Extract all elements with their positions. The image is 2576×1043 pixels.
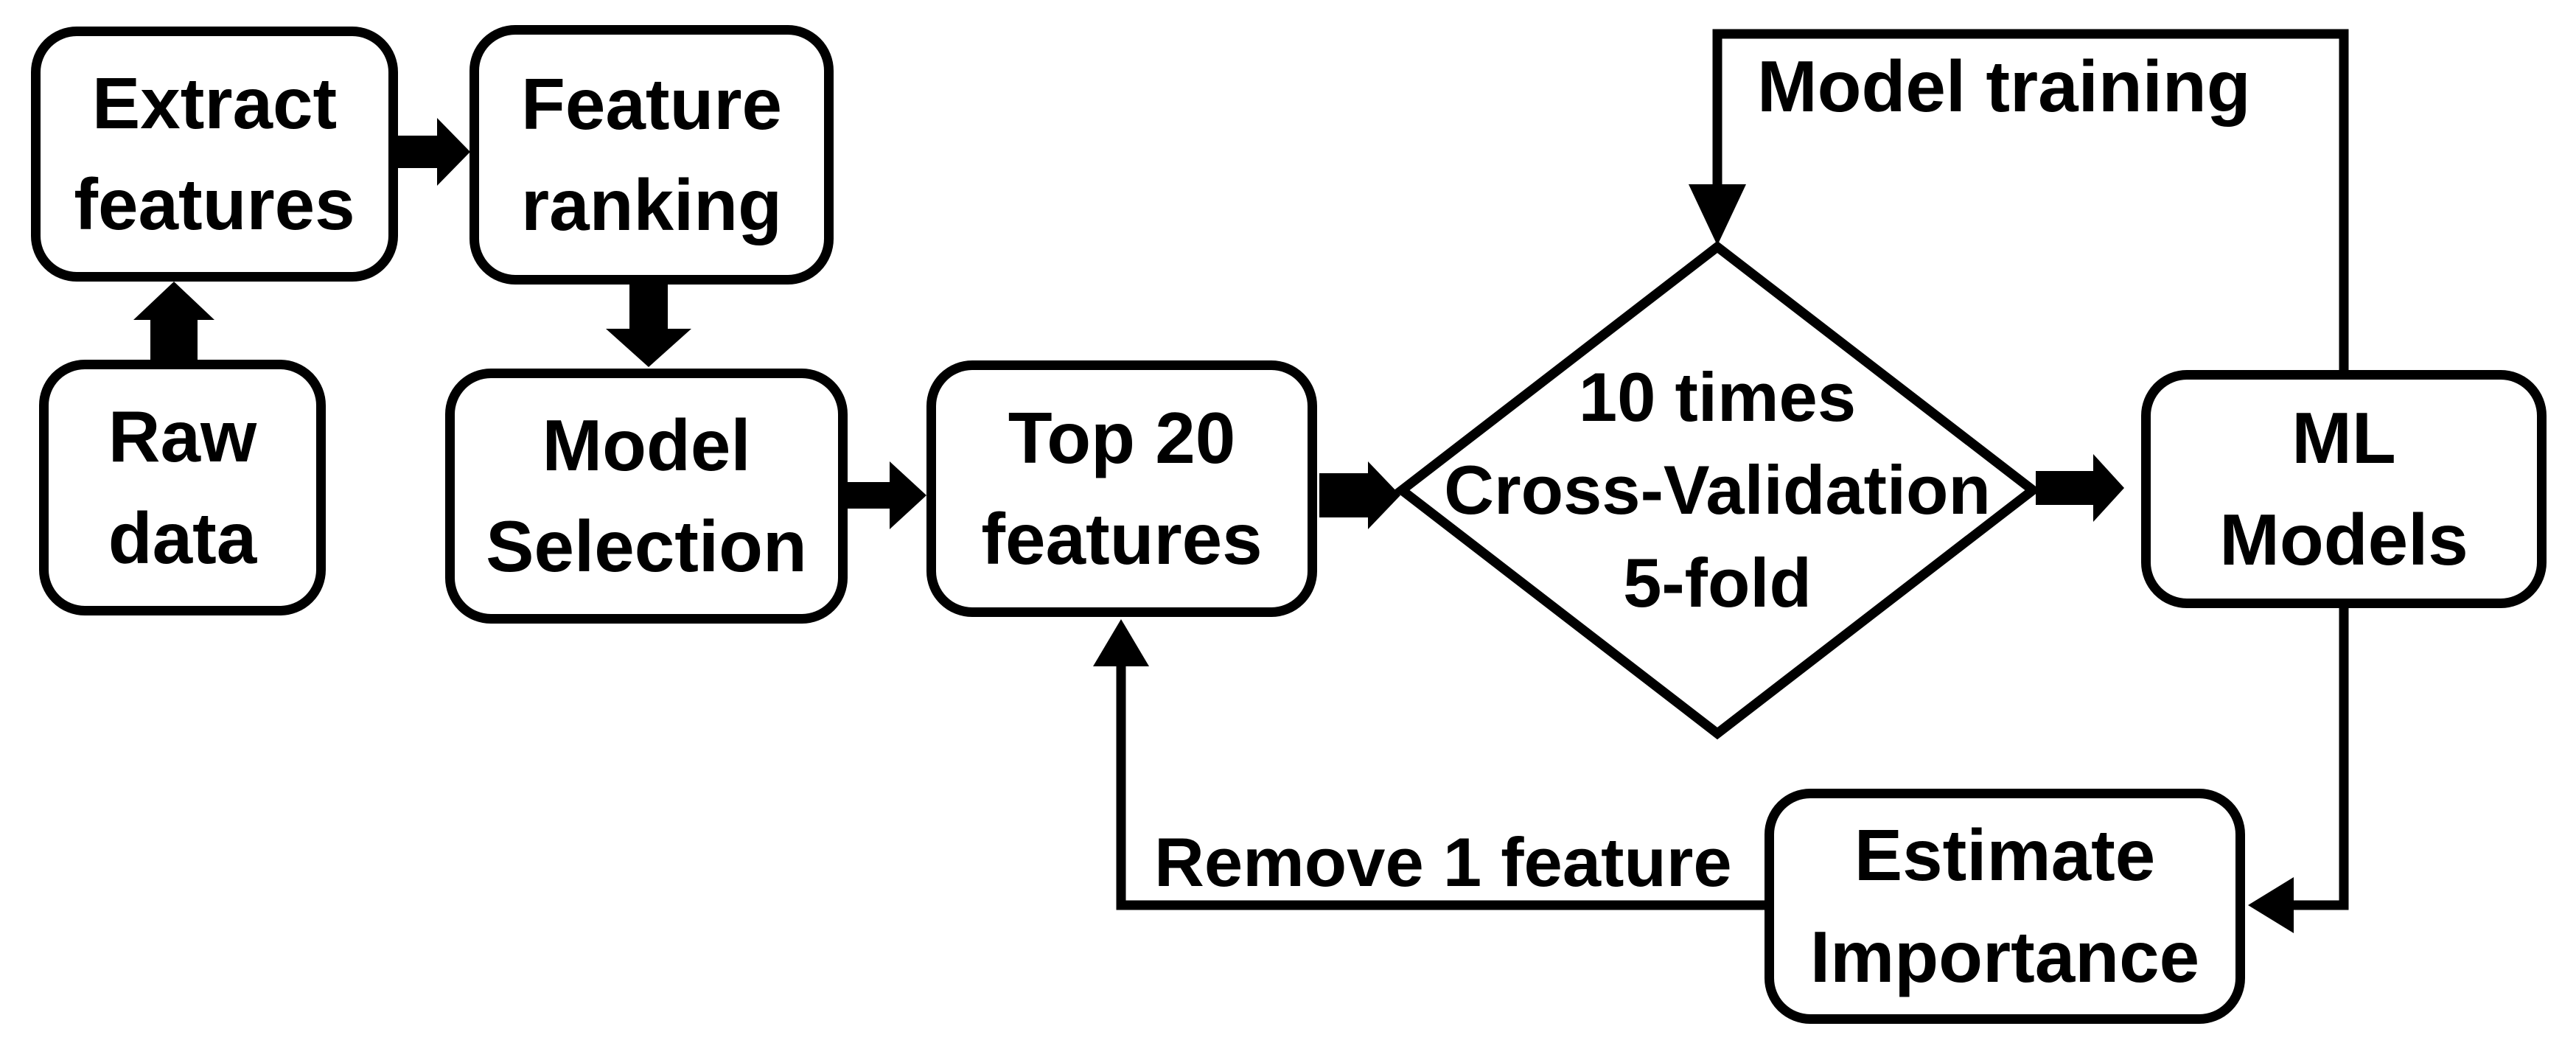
node-label-line: ranking bbox=[521, 164, 782, 245]
arrowhead-down-into-diamond-icon bbox=[1689, 184, 1746, 245]
node-ml-models: ML Models bbox=[2141, 370, 2547, 608]
node-label-line: Top 20 bbox=[1008, 397, 1236, 478]
block-arrow-ranking-to-selection-icon bbox=[606, 285, 691, 367]
node-cross-validation-label: 10 times Cross-Validation 5-fold bbox=[1402, 247, 2033, 733]
node-label-line: 10 times bbox=[1578, 358, 1857, 436]
node-model-selection: Model Selection bbox=[445, 369, 848, 624]
node-feature-ranking: Feature ranking bbox=[470, 25, 834, 285]
node-extract-features: Extract features bbox=[31, 27, 398, 282]
node-label-line: 5-fold bbox=[1623, 544, 1812, 621]
node-raw-data: Raw data bbox=[39, 360, 326, 615]
node-label-line: data bbox=[108, 497, 257, 579]
node-label-line: Feature bbox=[520, 63, 782, 144]
block-arrow-extract-to-ranking-icon bbox=[398, 118, 470, 186]
block-arrow-top20-to-diamond-icon bbox=[1319, 461, 1400, 529]
decision-diamond-shape bbox=[1394, 240, 2041, 740]
block-arrow-selection-to-top20-icon bbox=[848, 461, 926, 529]
node-label-line: Raw bbox=[108, 396, 257, 478]
ml-to-estimate-line bbox=[2294, 608, 2349, 910]
remove-feature-loop-line bbox=[1116, 665, 1765, 910]
block-arrow-diamond-to-ml-icon bbox=[2036, 454, 2124, 522]
model-training-loop-line bbox=[1712, 29, 2349, 370]
edge-label-remove-one-feature: Remove 1 feature bbox=[1154, 823, 1732, 901]
node-label-line: features bbox=[74, 164, 355, 245]
node-label-line: ML bbox=[2291, 397, 2396, 479]
node-label-line: Cross-Validation bbox=[1444, 451, 1991, 529]
node-label-line: Extract bbox=[91, 62, 338, 144]
block-arrow-raw-to-extract-icon bbox=[133, 282, 214, 360]
arrowhead-left-into-estimate-icon bbox=[2248, 877, 2294, 933]
node-top20-features: Top 20 features bbox=[926, 360, 1317, 617]
node-label-line: Selection bbox=[486, 506, 807, 587]
node-label-line: Importance bbox=[1809, 915, 2200, 997]
node-estimate-importance: Estimate Importance bbox=[1765, 789, 2245, 1024]
edge-label-model-training: Model training bbox=[1757, 46, 2251, 127]
node-label-line: Model bbox=[542, 404, 751, 486]
node-label-line: Estimate bbox=[1854, 814, 2156, 896]
node-label-line: Models bbox=[2219, 498, 2468, 580]
node-label-line: features bbox=[981, 498, 1263, 579]
arrowhead-up-into-top20-icon bbox=[1093, 619, 1149, 666]
